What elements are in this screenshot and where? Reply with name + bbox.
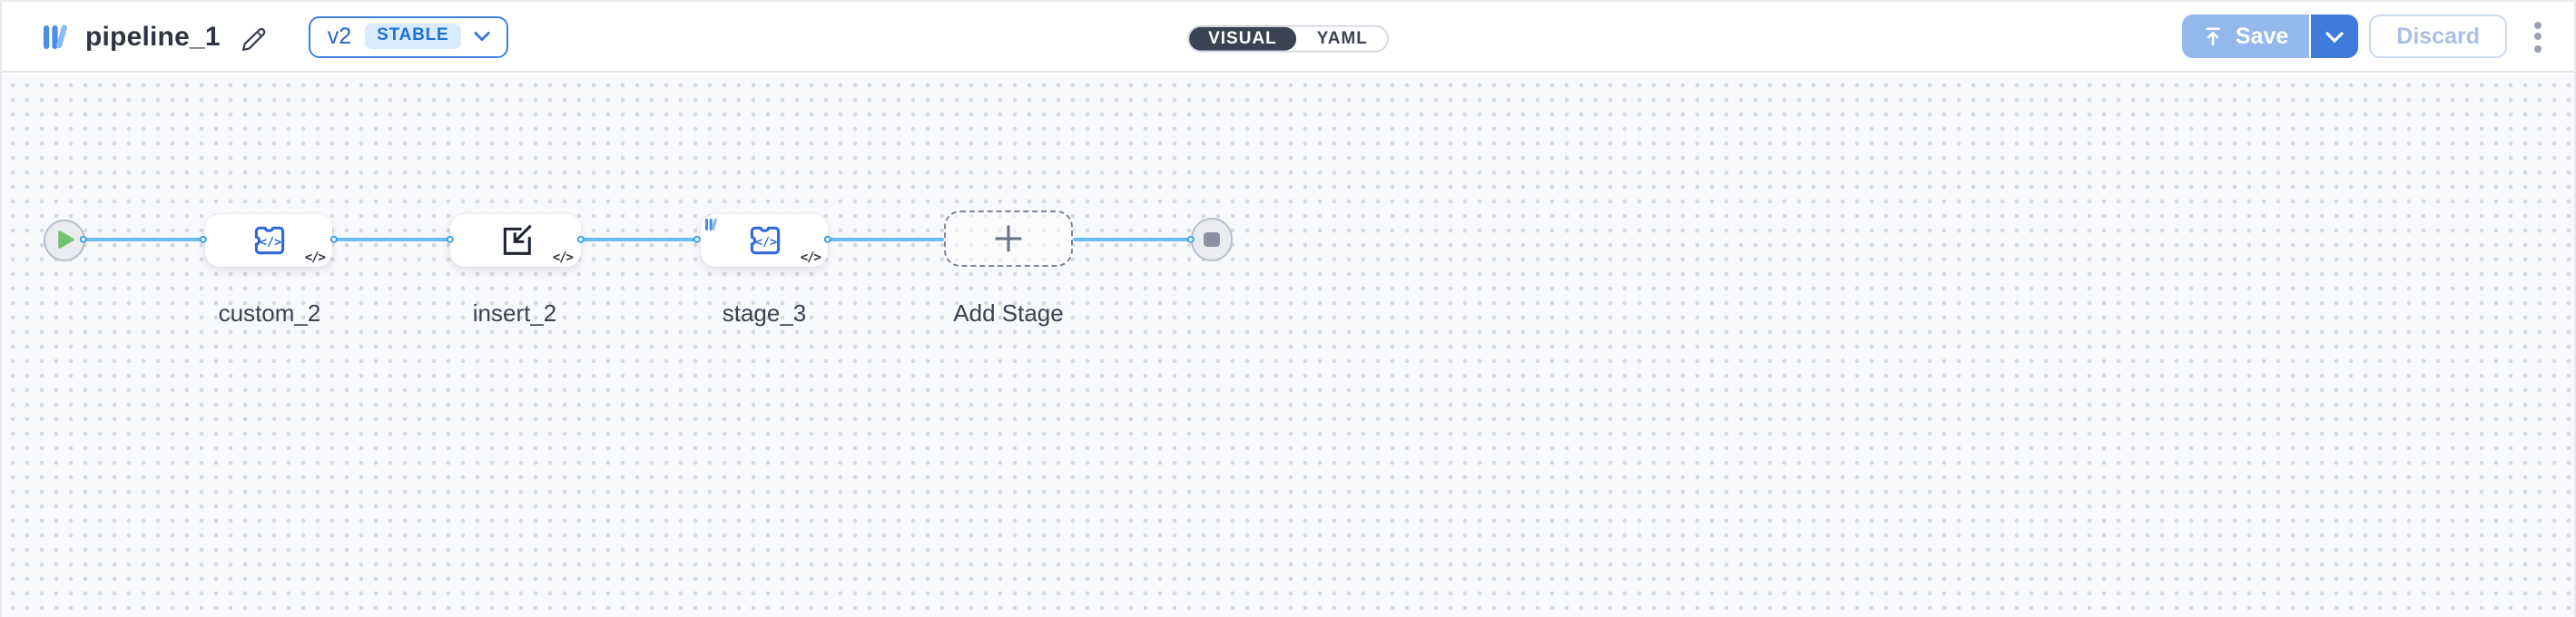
toolbar-left: pipeline_1 v2 STABLE <box>2 15 509 57</box>
stage-node-insert_2[interactable]: </> <box>449 213 580 266</box>
node-label-stage_3: stage_3 <box>722 299 807 326</box>
version-status-badge: STABLE <box>364 23 462 50</box>
save-options-button[interactable] <box>2311 15 2359 58</box>
edge-stage-add <box>828 237 943 242</box>
view-mode-toggle-wrap: VISUAL YAML <box>1186 20 1390 54</box>
plugin-code-icon: </> <box>749 225 780 254</box>
port-stage_3-out[interactable] <box>823 235 832 244</box>
brand-logo-icon <box>44 24 67 49</box>
pipeline-canvas[interactable]: </> </> </> </> </> <box>2 74 2574 617</box>
import-icon <box>502 224 531 255</box>
view-mode-toggle: VISUAL YAML <box>1186 25 1390 54</box>
code-mode-badge: </> <box>800 250 821 265</box>
port-insert_2-in[interactable] <box>445 235 454 244</box>
stage-node-custom_2[interactable]: </> </> <box>205 213 332 266</box>
edge-start-custom <box>84 237 203 242</box>
brand-logo-icon <box>705 217 717 230</box>
version-value: v2 <box>327 24 352 49</box>
tab-yaml[interactable]: YAML <box>1296 27 1388 52</box>
kebab-dot <box>2534 44 2542 52</box>
chevron-down-icon <box>474 32 491 42</box>
port-custom_2-out[interactable] <box>329 235 338 244</box>
stop-icon <box>1204 231 1220 248</box>
save-button-divider <box>2308 15 2312 58</box>
stage-node-stage_3[interactable]: </> </> <box>701 213 828 266</box>
edge-add-end <box>1073 237 1191 242</box>
port-end-in[interactable] <box>1186 235 1195 244</box>
node-label-insert_2: insert_2 <box>472 299 557 326</box>
toolbar-right: Save Discard <box>2182 15 2574 58</box>
discard-button[interactable]: Discard <box>2369 15 2507 58</box>
code-mode-badge: </> <box>552 250 574 265</box>
pipeline-start-node[interactable] <box>43 219 84 260</box>
port-insert_2-out[interactable] <box>575 235 585 244</box>
port-stage_3-in[interactable] <box>692 235 701 244</box>
play-icon <box>57 230 74 249</box>
pencil-icon <box>242 26 267 51</box>
toolbar: pipeline_1 v2 STABLE VISUAL YAML <box>2 0 2574 73</box>
save-button-label: Save <box>2235 24 2289 49</box>
plus-icon <box>994 225 1022 252</box>
plugin-code-icon: </> <box>253 225 284 254</box>
page-title: pipeline_1 <box>85 21 221 52</box>
edit-title-button[interactable] <box>235 17 273 55</box>
save-button[interactable]: Save <box>2182 15 2309 58</box>
port-custom_2-in[interactable] <box>199 235 208 244</box>
edge-custom-insert <box>333 237 449 242</box>
version-dropdown[interactable]: v2 STABLE <box>309 15 509 57</box>
kebab-dot <box>2534 21 2542 28</box>
chevron-down-icon <box>2325 31 2344 43</box>
kebab-dot <box>2534 33 2542 40</box>
save-split-button: Save <box>2182 15 2359 58</box>
upload-icon <box>2207 27 2221 45</box>
add-stage-button[interactable] <box>943 211 1073 267</box>
port-start-out[interactable] <box>79 235 88 244</box>
tab-visual[interactable]: VISUAL <box>1188 27 1297 52</box>
svg-text:</>: </> <box>259 234 280 249</box>
edge-insert-stage <box>580 237 696 242</box>
node-label-custom_2: custom_2 <box>218 299 321 326</box>
code-mode-badge: </> <box>304 250 326 265</box>
pipeline-end-node[interactable] <box>1190 218 1234 261</box>
node-label-add-stage: Add Stage <box>953 299 1064 326</box>
more-options-button[interactable] <box>2529 15 2547 57</box>
svg-text:</>: </> <box>754 234 776 249</box>
